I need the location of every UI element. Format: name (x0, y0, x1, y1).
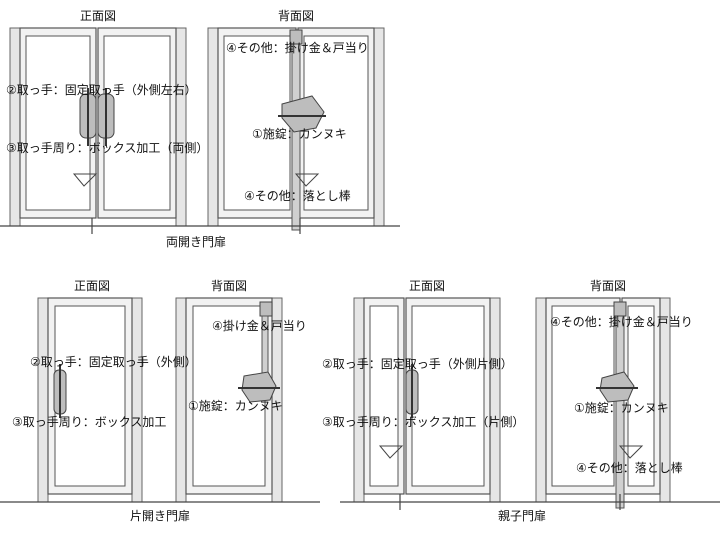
label-handle-outer-one: ②取っ手：固定取っ手（外側片側） (322, 356, 513, 371)
latch-icon (259, 301, 273, 317)
left-post (207, 27, 219, 227)
caption-double-gate: 両開き門扉 (166, 235, 226, 249)
label-lock-kannuki: ①施錠：カンヌキ (188, 398, 283, 413)
label-other-latch: ④その他：掛け金＆戸当り (550, 314, 693, 329)
drop-bolt-guide-icon (378, 445, 404, 459)
label-other-drop-bolt: ④その他：落とし棒 (244, 189, 351, 203)
double-gate-front-view (9, 27, 187, 234)
single-gate-back-view (175, 297, 283, 503)
latch-icon (289, 29, 303, 45)
left-post (9, 27, 21, 227)
left-post (37, 297, 49, 503)
label-handle-outer: ②取っ手：固定取っ手（外側） (30, 354, 197, 369)
drop-bolt-guide-icon (618, 445, 644, 459)
label-handle-area-box: ③取っ手周り：ボックス加工 (12, 415, 166, 429)
latch-icon (613, 301, 627, 317)
view-title-back: 背面図 (211, 279, 247, 293)
label-handle-area-one: ③取っ手周り：ボックス加工（片側） (322, 415, 524, 429)
view-title-front: 正面図 (409, 279, 445, 293)
caption-single-gate: 片開き門扉 (130, 509, 190, 523)
right-post (373, 27, 385, 227)
single-gate-front-view (37, 297, 143, 503)
left-post (175, 297, 187, 503)
view-title-back: 背面図 (278, 9, 314, 23)
left-post (353, 297, 365, 503)
label-other-latch: ④その他：掛け金＆戸当り (226, 40, 369, 55)
right-post (175, 27, 187, 227)
caption-parent-child-gate: 親子門扉 (498, 509, 546, 523)
view-title-front: 正面図 (74, 279, 110, 293)
drop-bolt-guide-icon (294, 173, 320, 187)
double-gate-back-view (207, 27, 385, 234)
parent-child-gate-back-view (535, 297, 671, 510)
label-lock-kannuki: ①施錠：カンヌキ (574, 400, 669, 415)
label-handle-area-both: ③取っ手周り：ボックス加工（両側） (6, 141, 208, 155)
label-handle-both: ②取っ手：固定取っ手（外側左右） (6, 82, 197, 97)
right-post (489, 297, 501, 503)
label-latch-doorstop: ④掛け金＆戸当り (212, 318, 307, 333)
left-post (535, 297, 547, 503)
view-title-front: 正面図 (80, 9, 116, 23)
right-post (131, 297, 143, 503)
drop-bolt-guide-icon (72, 173, 98, 187)
kannuki-lock-icon (281, 95, 325, 133)
parent-child-gate-front-view (353, 297, 501, 510)
view-title-back: 背面図 (590, 279, 626, 293)
label-lock-kannuki: ①施錠：カンヌキ (252, 126, 347, 141)
label-other-drop-bolt: ④その他：落とし棒 (576, 461, 683, 475)
